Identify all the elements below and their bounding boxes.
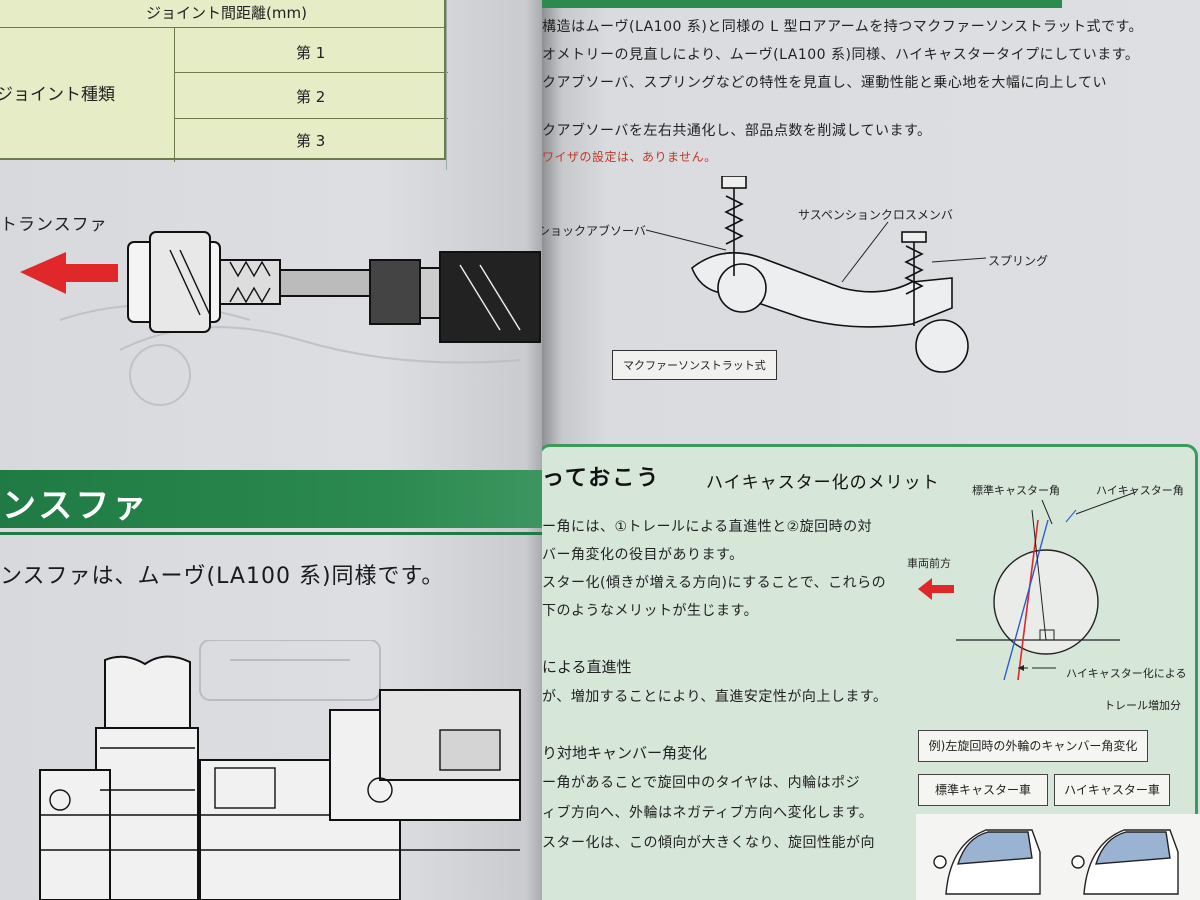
high-caster-line <box>1017 519 1039 681</box>
table-rule <box>174 72 448 73</box>
example-box: 例)左旋回時の外輪のキャンバー角変化 <box>918 730 1148 762</box>
car-comparison-illustration <box>916 814 1200 900</box>
paragraph-2: オメトリーの見直しにより、ムーヴ(LA100 系)同様、ハイキャスタータイプにし… <box>542 47 1140 63</box>
table-cell-3: 第 3 <box>296 132 326 150</box>
direction-arrow <box>20 252 118 294</box>
trail-increase-label-1: ハイキャスター化による <box>1066 667 1187 680</box>
section-title: ンスファ <box>2 486 150 526</box>
paragraph-1: 構造はムーヴ(LA100 系)と同様の L 型ロアアームを持つマクファーソンスト… <box>542 19 1144 35</box>
intro-line-3: スター化(傾きが増える方向)にすることで、これらの <box>542 575 887 591</box>
paragraph-3: クアブソーバ、スプリングなどの特性を見直し、運動性能と乗心地を大幅に向上してい <box>542 75 1107 91</box>
standard-car-label: 標準キャスター車 <box>918 774 1048 806</box>
intro-line-1: ー角には、①トレールによる直進性と②旋回時の対 <box>542 519 873 535</box>
heading-camber: り対地キャンバー角変化 <box>542 744 708 762</box>
caster-angle-diagram <box>956 491 1137 681</box>
shock-absorber-label: ショックアブソーバ <box>542 224 646 238</box>
left-page: ジョイント間距離(mm) ジョイント種類 第 1 第 2 第 3 トランスファ <box>0 0 548 900</box>
trail-increase-label-2: トレール増加分 <box>1104 699 1181 712</box>
table-header-row: ジョイント間距離(mm) <box>0 0 444 28</box>
high-caster-label: ハイキャスター角 <box>1096 484 1184 497</box>
leader-lines <box>645 221 987 283</box>
standard-caster-line <box>1003 519 1049 681</box>
suspension-diagram <box>691 176 969 373</box>
transfer-cutaway-diagram <box>39 640 521 900</box>
propeller-shaft-diagram <box>20 231 541 406</box>
merit-title: ハイキャスター化のメリット <box>706 473 940 493</box>
table-row-label: ジョイント種類 <box>0 85 115 105</box>
spring-label: スプリング <box>988 254 1049 268</box>
intro-line-2: バー角変化の役目があります。 <box>542 547 744 563</box>
heading-straight: による直進性 <box>542 658 632 676</box>
spec-table: ジョイント間距離(mm) ジョイント種類 第 1 第 2 第 3 <box>0 0 448 162</box>
section-header-band: ンスファ <box>0 470 548 535</box>
transfer-label: トランスファ <box>0 215 108 235</box>
info-box-title: っておこう <box>542 466 661 491</box>
crossmember-label: サスペンションクロスメンバ <box>798 208 953 222</box>
table-divider <box>174 28 175 162</box>
high-car-label: ハイキャスター車 <box>1054 774 1170 806</box>
stabilizer-note: ワイザの設定は、ありません。 <box>542 150 717 164</box>
text-straight: が、増加することにより、直進安定性が向上します。 <box>542 689 888 705</box>
intro-line-4: 下のようなメリットが生じます。 <box>542 603 759 619</box>
standard-caster-label: 標準キャスター角 <box>972 484 1060 497</box>
text-camber-1: ー角があることで旋回中のタイヤは、内輪はポジ <box>542 775 861 791</box>
right-page: 構造はムーヴ(LA100 系)と同様の L 型ロアアームを持つマクファーソンスト… <box>542 0 1200 900</box>
margin-rule <box>446 0 447 170</box>
header-strip <box>542 0 1062 8</box>
transfer-body-text: ンスファは、ムーヴ(LA100 系)同様です。 <box>0 564 445 589</box>
front-arrow-icon <box>918 578 954 600</box>
table-cell-1: 第 1 <box>296 44 326 62</box>
table-cell-2: 第 2 <box>296 88 326 106</box>
paragraph-4: クアブソーバを左右共通化し、部品点数を削減しています。 <box>542 123 932 139</box>
text-camber-2: ィブ方向へ、外輪はネガティブ方向へ変化します。 <box>542 805 874 821</box>
table-header: ジョイント間距離(mm) <box>146 4 307 22</box>
table-rule <box>174 118 448 119</box>
vehicle-front-label: 車両前方 <box>907 557 951 570</box>
strut-type-box: マクファーソンストラット式 <box>612 350 777 380</box>
section-underline <box>0 532 548 535</box>
text-camber-3: スター化は、この傾向が大きくなり、旋回性能が向 <box>542 835 875 851</box>
